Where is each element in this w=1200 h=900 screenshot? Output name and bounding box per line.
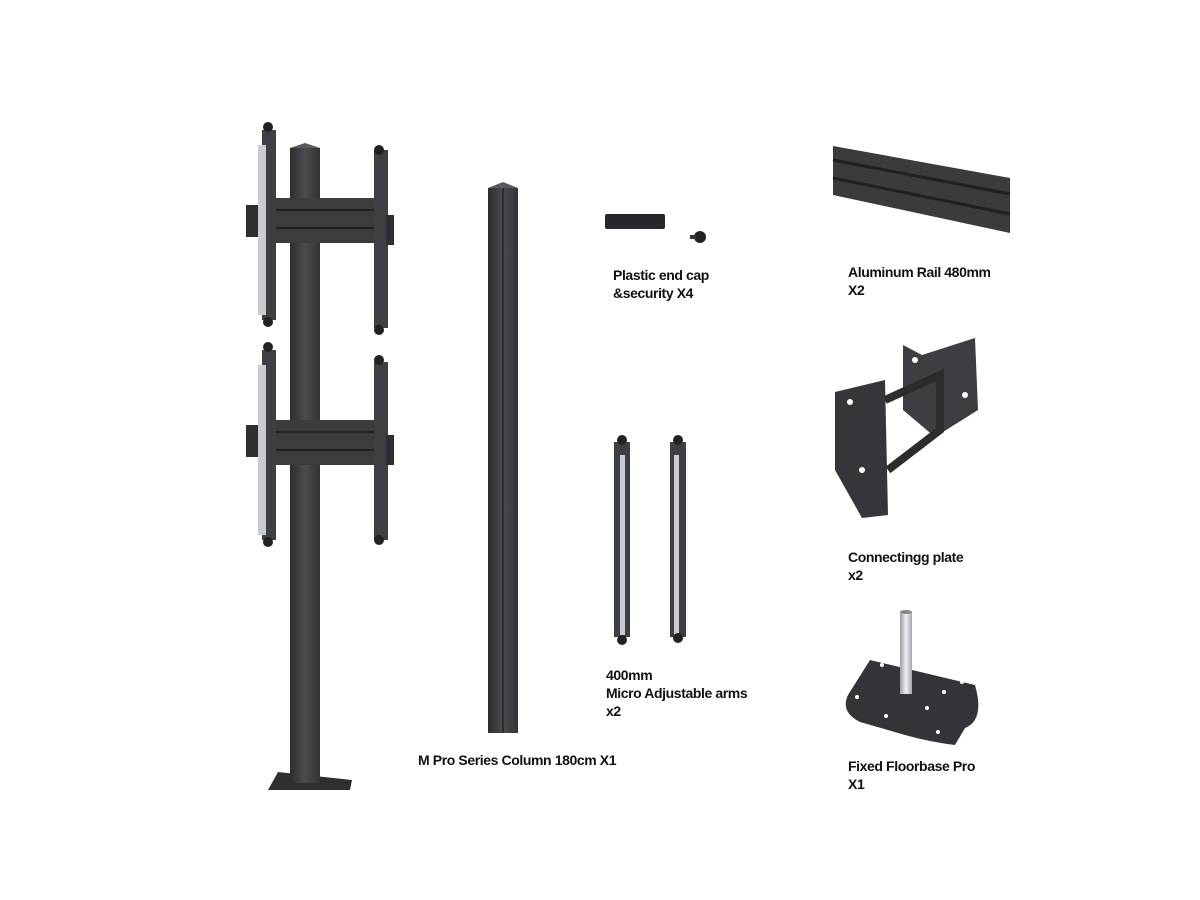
arms-label-line1: 400mm xyxy=(606,667,653,683)
connecting-plate-illustration xyxy=(835,338,978,518)
rail-label: Aluminum Rail 480mm X2 xyxy=(848,263,991,299)
floorbase-label-line2: X1 xyxy=(848,776,865,792)
adjustable-arms-illustration xyxy=(614,435,686,645)
arms-label-line2: Micro Adjustable arms xyxy=(606,685,748,701)
connecting-plate-label-line2: x2 xyxy=(848,567,863,583)
arms-label-line3: x2 xyxy=(606,703,621,719)
connecting-plate-label: Connectingg plate x2 xyxy=(848,548,964,584)
rail-illustration xyxy=(832,146,1011,233)
column-label: M Pro Series Column 180cm X1 xyxy=(418,751,617,769)
end-cap-label-line2: &security X4 xyxy=(613,285,694,301)
floorbase-label: Fixed Floorbase Pro X1 xyxy=(848,757,975,793)
column-label-line1: M Pro Series Column 180cm X1 xyxy=(418,752,617,768)
assembled-stand-illustration xyxy=(246,122,394,790)
end-cap-label: Plastic end cap &security X4 xyxy=(613,266,709,302)
end-cap-label-line1: Plastic end cap xyxy=(613,267,709,283)
floorbase-illustration xyxy=(845,610,979,745)
floorbase-label-line1: Fixed Floorbase Pro xyxy=(848,758,975,774)
lower-bracket xyxy=(246,342,394,547)
connecting-plate-label-line1: Connectingg plate xyxy=(848,549,964,565)
column-illustration xyxy=(488,182,518,733)
arms-label: 400mm Micro Adjustable arms x2 xyxy=(606,666,748,720)
rail-label-line2: X2 xyxy=(848,282,865,298)
end-cap-illustration xyxy=(605,214,706,243)
upper-bracket xyxy=(246,122,394,335)
rail-label-line1: Aluminum Rail 480mm xyxy=(848,264,991,280)
